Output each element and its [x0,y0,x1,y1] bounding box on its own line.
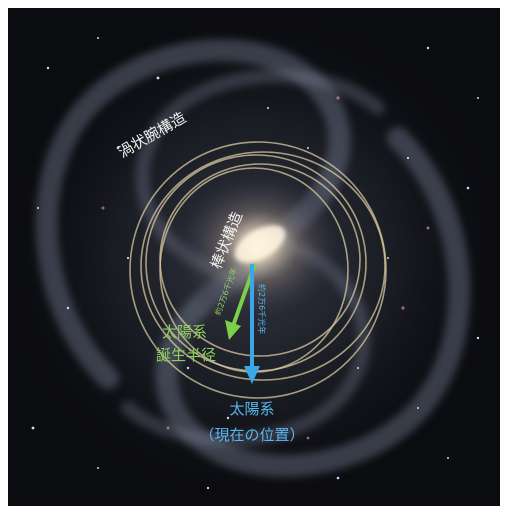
orbit-rings [129,141,387,399]
current-position-label-line1: 太陽系 [229,400,274,418]
birth-radius-label-line1: 太陽系 [162,323,207,341]
pink-nebulae [101,96,430,440]
current-position-label-line2: （現在の位置） [199,426,304,444]
birth-radius-label-line2: 誕生半径 [156,346,216,364]
star-field [31,37,480,490]
blue-arrow [244,264,260,384]
galactic-bar [234,225,286,263]
blue-arrow-note: 約2万6千光年 [257,284,267,334]
galaxy-illustration: 約2万6千光年 約2万6千光年 渦状腕構造 棒状構造 太陽系 誕生半径 太陽系 … [8,8,500,506]
galaxy-svg: 約2万6千光年 約2万6千光年 渦状腕構造 棒状構造 太陽系 誕生半径 太陽系 … [8,8,500,506]
